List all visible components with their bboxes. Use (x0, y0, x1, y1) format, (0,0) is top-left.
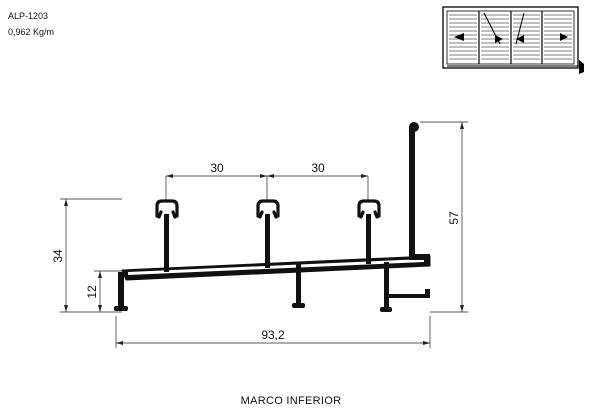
dimension-height-total: 57 (447, 211, 461, 225)
profile-rail-heads (155, 199, 381, 219)
dimension-lines (60, 121, 468, 348)
dimension-height-low: 12 (85, 285, 99, 299)
dimension-arrows (64, 122, 464, 345)
profile-code: ALP-1203 (8, 11, 48, 21)
profile-weight: 0,962 Kg/m (8, 27, 54, 37)
dimension-height-mid: 34 (51, 249, 65, 263)
dimension-spacing-left: 30 (210, 161, 224, 175)
window-thumbnail-icon (442, 6, 584, 74)
dimension-width-total: 93,2 (261, 328, 285, 342)
profile-section (114, 122, 431, 312)
section-caption: MARCO INFERIOR (241, 395, 342, 407)
dimension-spacing-right: 30 (311, 161, 325, 175)
